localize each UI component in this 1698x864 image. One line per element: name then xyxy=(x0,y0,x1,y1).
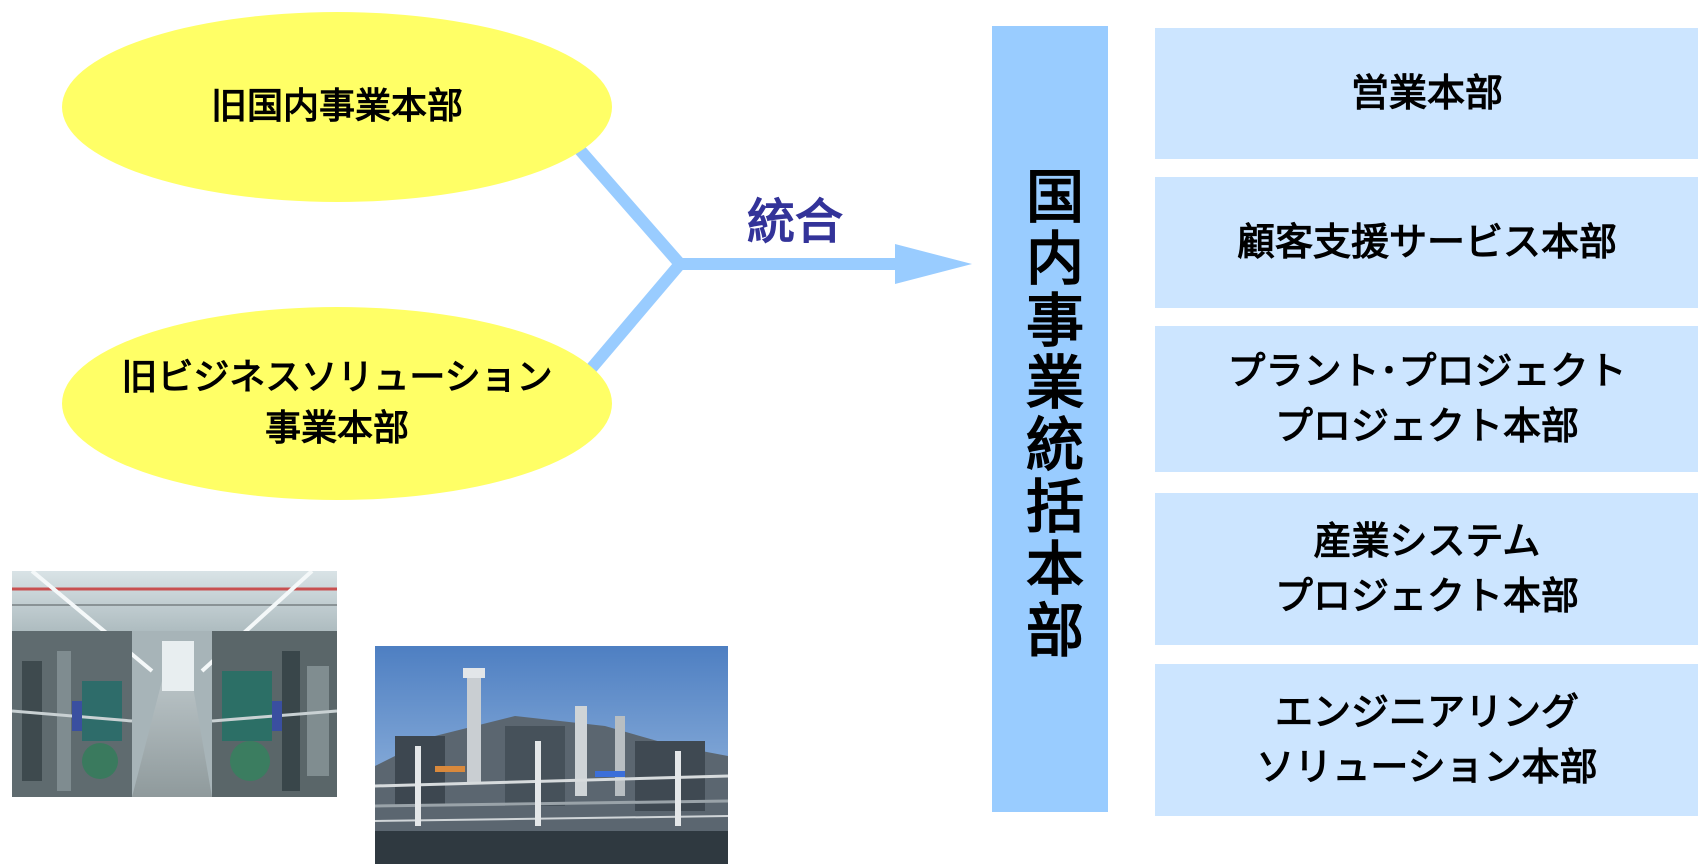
central-unit-bar: 国内事業統括本部 xyxy=(992,26,1108,812)
department-label: 顧客支援サービス本部 xyxy=(1236,219,1617,264)
department-box-customer-support: 顧客支援サービス本部 xyxy=(1155,177,1698,308)
source-unit-domestic: 旧国内事業本部 xyxy=(62,12,612,202)
department-box-plant-project: プラント･プロジェクト プロジェクト本部 xyxy=(1155,326,1698,472)
connector-branch-bottom xyxy=(584,258,686,376)
department-label: プラント･プロジェクト プロジェクト本部 xyxy=(1227,348,1627,448)
connector-arrowhead xyxy=(895,244,972,284)
department-label: 営業本部 xyxy=(1350,70,1503,115)
outdoor-refinery-photo xyxy=(375,646,728,864)
source-unit-business-solution: 旧ビジネスソリューション 事業本部 xyxy=(62,307,612,500)
connector-branch-top xyxy=(574,144,686,270)
department-box-engineering-solution: エンジニアリング ソリューション本部 xyxy=(1155,664,1698,816)
source-unit-label: 旧国内事業本部 xyxy=(210,85,463,127)
merge-label: 統合 xyxy=(746,194,843,250)
department-box-industrial-systems: 産業システム プロジェクト本部 xyxy=(1155,493,1698,645)
department-box-sales: 営業本部 xyxy=(1155,28,1698,159)
department-label: 産業システム プロジェクト本部 xyxy=(1274,518,1579,618)
source-unit-label: 旧ビジネスソリューション 事業本部 xyxy=(121,357,553,449)
central-unit-label: 国内事業統括本部 xyxy=(1016,166,1084,662)
indoor-plant-photo xyxy=(12,571,337,797)
department-label: エンジニアリング ソリューション本部 xyxy=(1256,689,1598,789)
